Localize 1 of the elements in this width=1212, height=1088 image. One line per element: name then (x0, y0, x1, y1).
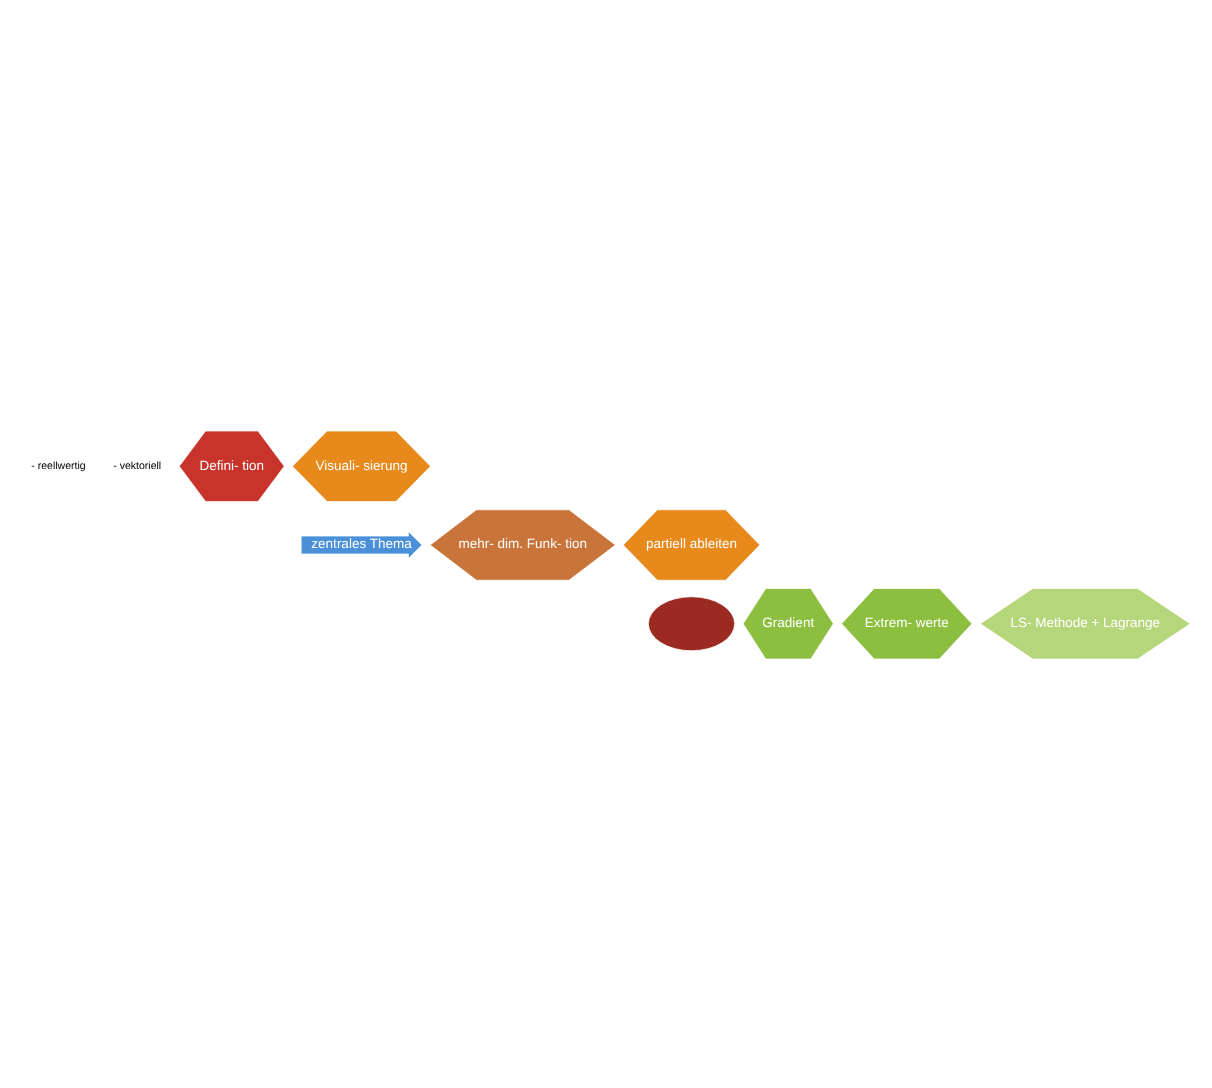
node-ellipse (648, 595, 735, 651)
